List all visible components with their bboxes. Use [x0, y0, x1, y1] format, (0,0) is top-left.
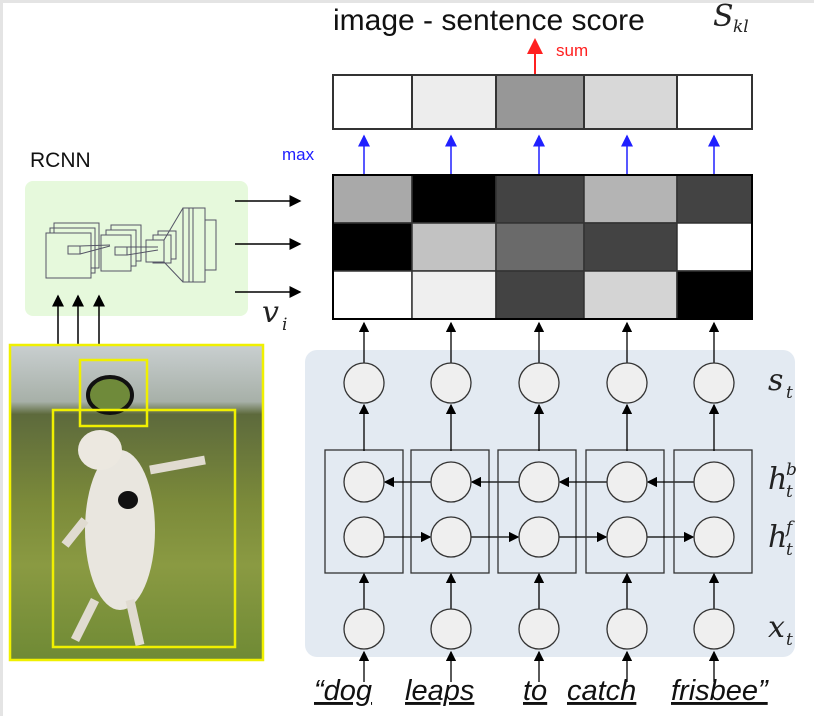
- score-cell: [332, 74, 413, 130]
- feature-arrows: [235, 195, 302, 298]
- hb-node: [693, 461, 735, 503]
- hb-node: [606, 461, 648, 503]
- x-node: [606, 608, 648, 650]
- figure-title: image - sentence score: [333, 4, 645, 37]
- matrix-cell: [583, 270, 678, 320]
- matrix-border: [332, 174, 753, 320]
- x-node: [518, 608, 560, 650]
- matrix-cell: [495, 174, 585, 224]
- hf-node: [518, 516, 560, 558]
- hf-node: [430, 516, 472, 558]
- matrix-cell: [676, 270, 753, 320]
- s-node: [693, 362, 735, 404]
- svg-text:h: h: [768, 462, 787, 497]
- rcnn-label: RCNN: [30, 149, 91, 172]
- score-cell: [495, 74, 585, 130]
- s-node: [606, 362, 648, 404]
- svg-text:t: t: [786, 383, 793, 403]
- svg-text:h: h: [768, 520, 787, 555]
- svg-text:b: b: [786, 460, 797, 480]
- x-node: [430, 608, 472, 650]
- score-row: [332, 74, 753, 130]
- hf-node: [693, 516, 735, 558]
- matrix-cell: [583, 174, 678, 224]
- matrix-cell: [332, 270, 413, 320]
- matrix-cell: [411, 270, 497, 320]
- hb-node: [430, 461, 472, 503]
- word: catch: [567, 675, 636, 707]
- svg-text:t: t: [786, 630, 793, 650]
- region-symbol: v i: [262, 295, 287, 335]
- svg-text:f: f: [784, 518, 795, 538]
- brnn-panel: [305, 350, 795, 657]
- svg-text:S: S: [713, 0, 734, 34]
- max-label: max: [282, 145, 315, 164]
- score-cell: [583, 74, 678, 130]
- svg-text:s: s: [768, 363, 783, 398]
- score-cell: [411, 74, 497, 130]
- matrix-cell: [583, 222, 678, 272]
- matrix-cell: [676, 174, 753, 224]
- svg-text:x: x: [768, 610, 785, 645]
- s-node: [518, 362, 560, 404]
- svg-text:v: v: [262, 295, 279, 330]
- layer-label: htb: [768, 460, 797, 502]
- matrix-cell: [411, 222, 497, 272]
- max-arrows: [358, 134, 720, 175]
- svg-text:t: t: [786, 540, 793, 560]
- s-node: [343, 362, 385, 404]
- cnn-icon: [45, 207, 217, 283]
- layer-label: htf: [768, 518, 795, 560]
- matrix-cell: [332, 174, 413, 224]
- matrix-cell: [495, 222, 585, 272]
- hb-node: [343, 461, 385, 503]
- hf-node: [343, 516, 385, 558]
- sum-label: sum: [556, 41, 588, 60]
- score-symbol: S kl: [713, 0, 749, 37]
- region-boxes: [8, 343, 265, 662]
- svg-text:i: i: [282, 315, 287, 335]
- word: frisbee”: [671, 675, 769, 707]
- s-node: [430, 362, 472, 404]
- svg-text:t: t: [786, 482, 793, 502]
- word: to: [523, 675, 547, 707]
- dog-photo: [10, 345, 263, 660]
- matrix-cell: [332, 222, 413, 272]
- x-node: [343, 608, 385, 650]
- svg-text:kl: kl: [733, 17, 749, 37]
- score-cell: [676, 74, 753, 130]
- word: “dog: [314, 675, 372, 707]
- brnn: [324, 321, 753, 682]
- hb-node: [518, 461, 560, 503]
- word: leaps: [405, 675, 474, 707]
- matrix-cell: [676, 222, 753, 272]
- matrix-cell: [495, 270, 585, 320]
- hf-node: [606, 516, 648, 558]
- x-node: [693, 608, 735, 650]
- alignment-matrix: [332, 174, 753, 320]
- matrix-cell: [411, 174, 497, 224]
